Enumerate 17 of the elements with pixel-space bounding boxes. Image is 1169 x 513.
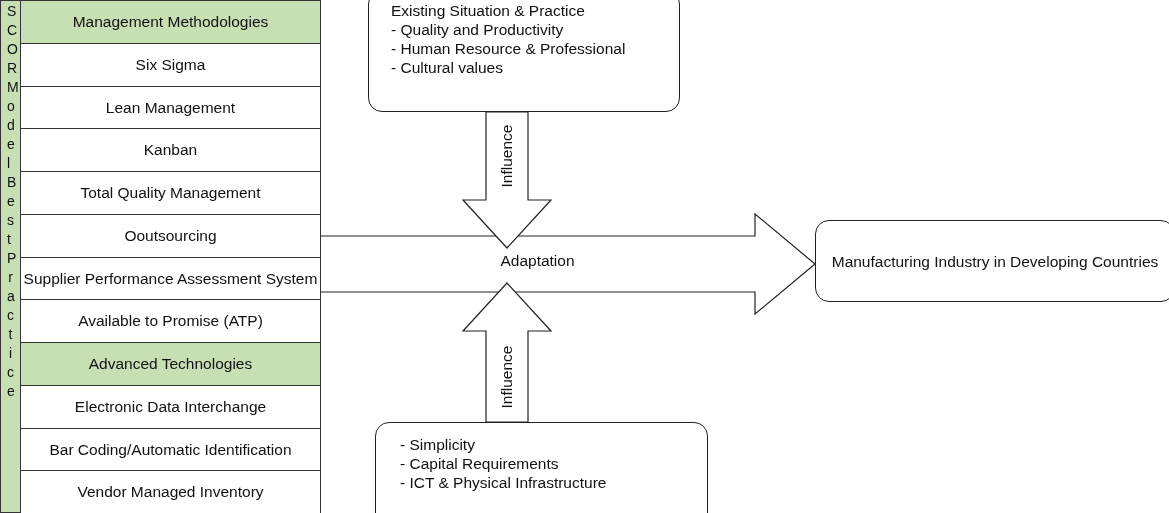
box-text: - Human Resource & Professional <box>391 39 626 58</box>
block-arrow <box>319 212 816 316</box>
box-text: - Cultural values <box>391 58 503 77</box>
box-text: Manufacturing Industry in Developing Countries <box>831 251 1159 271</box>
header-cell: Advanced Technologies <box>20 342 321 386</box>
band-label: SCOR Model Best Practice <box>6 2 21 401</box>
box-text: Existing Situation & Practice <box>391 1 585 20</box>
rounded-box <box>368 0 680 112</box>
header-cell: Management Methodologies <box>20 0 321 44</box>
box-text: - Capital Requirements <box>400 454 559 473</box>
vertical-band <box>0 0 21 513</box>
box-text: - ICT & Physical Infrastructure <box>400 473 607 492</box>
box-text: - Simplicity <box>400 435 475 454</box>
edge-label: Adaptation <box>500 252 575 270</box>
rounded-box <box>815 220 1169 302</box>
rounded-box <box>375 422 708 513</box>
box-text: - Quality and Productivity <box>391 20 564 39</box>
